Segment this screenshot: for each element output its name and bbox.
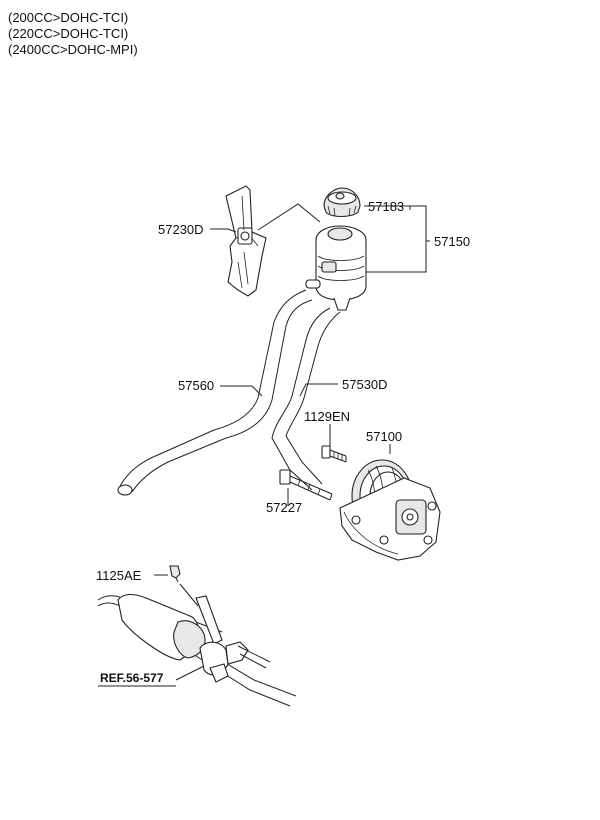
label-57530d: 57530D bbox=[342, 377, 388, 392]
label-57100: 57100 bbox=[366, 429, 402, 444]
label-1125ae: 1125AE bbox=[96, 568, 142, 583]
variant-line-2: (220CC>DOHC-TCI) bbox=[8, 26, 129, 41]
suction-hose-57560 bbox=[117, 289, 313, 496]
power-steering-pump-57100 bbox=[339, 459, 441, 561]
variant-line-1: (200CC>DOHC-TCI) bbox=[8, 10, 129, 25]
reference-callout[interactable]: REF.56-577 bbox=[98, 671, 176, 687]
label-57560: 57560 bbox=[178, 378, 214, 393]
reference-assembly-56-577 bbox=[97, 593, 297, 707]
reservoir-cap-57183 bbox=[323, 187, 361, 218]
label-1129en: 1129EN bbox=[304, 409, 350, 424]
label-57230d: 57230D bbox=[158, 222, 204, 237]
label-57150: 57150 bbox=[434, 234, 470, 249]
label-57183: 57183 bbox=[368, 199, 404, 214]
reservoir-57150 bbox=[305, 225, 367, 311]
bolt-1129en bbox=[321, 445, 347, 463]
variant-line-3: (2400CC>DOHC-MPI) bbox=[8, 42, 138, 57]
pressure-hose-57530d bbox=[271, 307, 341, 491]
label-57227: 57227 bbox=[266, 500, 302, 515]
label-ref-56-577[interactable]: REF.56-577 bbox=[100, 671, 164, 685]
bracket-57230d bbox=[225, 185, 267, 297]
leader-lines bbox=[154, 203, 430, 681]
bolt-1125ae bbox=[169, 565, 181, 583]
engine-variant-header: (200CC>DOHC-TCI) (220CC>DOHC-TCI) (2400C… bbox=[8, 10, 138, 58]
bolt-57227 bbox=[279, 469, 333, 501]
